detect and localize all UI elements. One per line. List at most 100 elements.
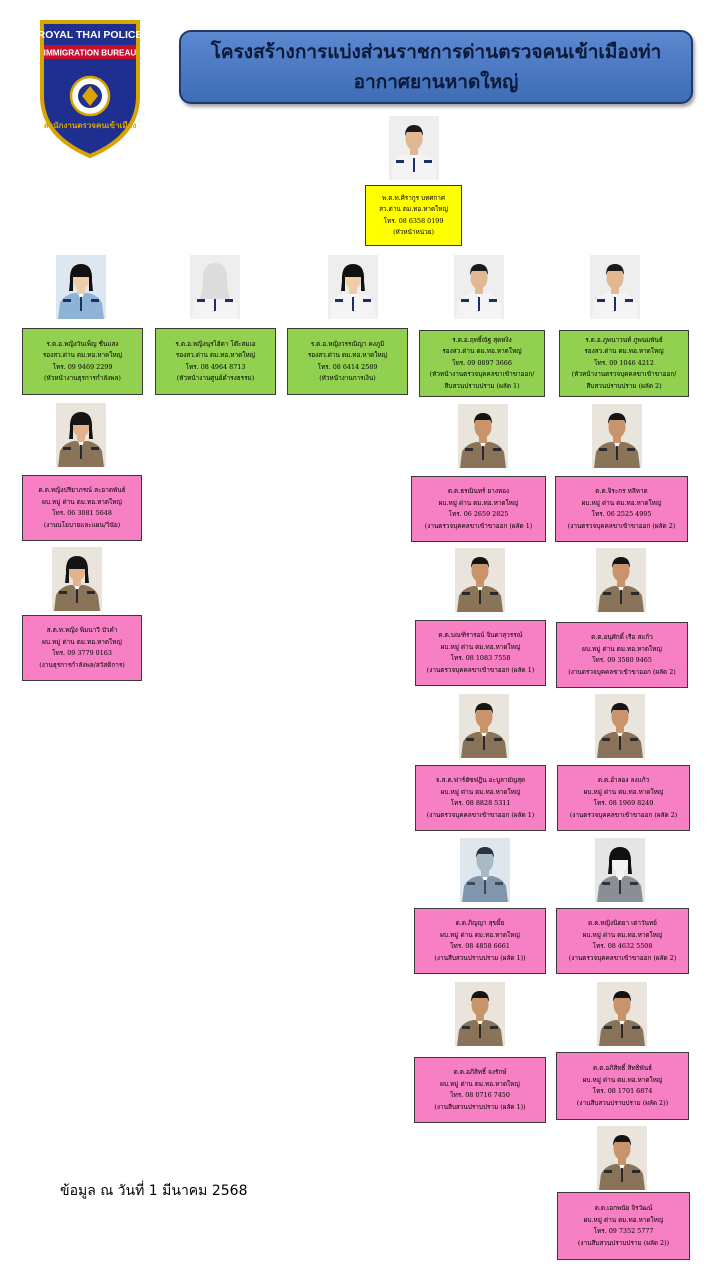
- person-phone: โทร. 08 1083 7558: [450, 654, 511, 662]
- person-card: ด.ต.หญิงปรียาภรณ์ สะอาดพันธ์ผบ.หมู่ ด่าน…: [22, 475, 142, 541]
- person-phone: โทร. 09 9469 2299: [52, 362, 113, 371]
- person-photo: [592, 404, 642, 468]
- person-name: ด.ต.จิระกร หลีหาด: [595, 487, 648, 495]
- person-duty: (งานตรวจบุคคลขาเข้าขาออก (ผลัด 1): [426, 810, 535, 819]
- person-photo: [597, 982, 647, 1046]
- person-photo: [389, 116, 439, 180]
- page-title: โครงสร้างการแบ่งส่วนราชการด่านตรวจคนเข้า…: [179, 30, 693, 104]
- person-card: ร.ต.อ.ฤทธิ์ณัฐ สุดหงิงรองสว.ด่าน ตม.ทอ.ห…: [419, 330, 545, 397]
- person-photo: [190, 255, 240, 319]
- person-photo: [56, 255, 106, 319]
- person-duty: (หัวหน้าหน่วย): [393, 228, 434, 236]
- person-photo: [595, 838, 645, 902]
- person-photo: [56, 403, 106, 467]
- person-phone: โทร. 08 6414 2589: [317, 362, 378, 371]
- person-position: ผบ.หมู่ ด่าน ตม.ทอ.หาดใหญ่: [582, 930, 663, 939]
- person-card: ด.ต.บณฑิรารอบ์ จินดาสุวรรณ์ผบ.หมู่ ด่าน …: [415, 620, 546, 686]
- person-name: จ.ส.ต.ฟาร์ฮัซฟฎิน อะบูลามัญสุด: [435, 776, 526, 784]
- person-name: ด.ต.อนุศักดิ์ เรือ สแก้ว: [591, 633, 653, 641]
- person-photo: [458, 404, 508, 468]
- person-position: ผบ.หมู่ ด่าน ตม.ทอ.หาดใหญ่: [583, 787, 664, 796]
- person-photo: [455, 548, 505, 612]
- person-duty: (งานตรวจบุคคลขาเข้าขาออก (ผลัด 2): [568, 953, 677, 962]
- person-name: ร.ต.อ.ฤทธิ์ณัฐ สุดหงิง: [452, 335, 512, 344]
- person-card: ด.ต.อภิสิทธิ์ จงรักษ์ผบ.หมู่ ด่าน ตม.ทอ.…: [414, 1057, 546, 1123]
- person-duty: (หัวหน้างานตรวจบุคคลขาเข้าขาออก/: [571, 370, 677, 379]
- person-phone: โทร. 09 3779 0163: [52, 649, 112, 657]
- person-position: ผบ.หมู่ ด่าน ตม.ทอ.หาดใหญ่: [440, 787, 521, 796]
- person-name: ด.ต.อภิสิทธิ์ จงรักษ์: [453, 1068, 507, 1076]
- person-duty: (งานสืบสวนปราบปราม (ผลัด 1)): [434, 1102, 526, 1111]
- person-card: ร.ต.อ.หญิงวรรณิญา คงภูมิรองสว.ด่าน ตม.ทอ…: [287, 328, 408, 395]
- person-phone: โทร. 09 7352 5777: [593, 1227, 654, 1235]
- person-duty: (งานตรวจบุคคลขาเข้าขาออก (ผลัด 1): [426, 665, 535, 674]
- person-photo: [52, 547, 102, 611]
- person-phone: โทร. 08 4858 6661: [450, 942, 510, 950]
- person-name: ร.ต.อ.ภูพนาวนท์ ภูพนมพันธ์: [585, 335, 663, 344]
- person-position: รองสว.ด่าน ตม.ทอ.หาดใหญ่: [442, 347, 522, 356]
- person-card: ด.ต.อนุศักดิ์ เรือ สแก้วผบ.หมู่ ด่าน ตม.…: [556, 622, 688, 688]
- person-phone: โทร. 09 1046 4212: [594, 358, 654, 367]
- logo-top-text: ROYAL THAI POLICE: [38, 29, 142, 41]
- person-position: ผบ.หมู่ ด่าน ตม.ทอ.หาดใหญ่: [42, 637, 122, 646]
- person-name: ด.ต.อภิสิทธิ์ สิทธิพันธ์: [593, 1064, 652, 1072]
- person-duty-detail: สืบสวนปราบปราม (ผลัด 1): [444, 381, 520, 390]
- person-duty: (หัวหน้างานการเงิน): [319, 374, 376, 382]
- person-card: ด.ต.อภิสิทธิ์ สิทธิพันธ์ผบ.หมู่ ด่าน ตม.…: [556, 1052, 689, 1120]
- person-name: ส.ต.ท.หญิง พิมนาวี บัวคำ: [46, 626, 118, 634]
- person-position: รองสว.ด่าน ตม.ทอ.หาดใหญ่: [584, 347, 664, 356]
- person-card: ด.ต.เอกพนัย จิรวัฒน์ผบ.หมู่ ด่าน ตม.ทอ.ห…: [557, 1192, 690, 1260]
- person-photo: [454, 255, 504, 319]
- person-phone: โทร. 08 1969 8249: [593, 799, 654, 807]
- person-duty: (งานนโยบายและแผน/วินัย): [43, 520, 121, 529]
- person-name: ด.ต.อำลอง ลงแก้ว: [597, 776, 650, 784]
- person-phone: โทร. 08 6358 0199: [383, 216, 444, 225]
- person-position: ผบ.หมู่ ด่าน ตม.ทอ.หาดใหญ่: [440, 930, 520, 939]
- person-card: ร.ต.อ.หญิงนุรไฮ้ดา โต๊ะสมเอรองสว.ด่าน ตม…: [155, 328, 276, 395]
- person-name: ร.ต.อ.หญิงวันเพ็ญ ชื่นแสง: [46, 339, 119, 348]
- person-name: ด.ต.บณฑิรารอบ์ จินดาสุวรรณ์: [438, 631, 523, 639]
- person-position: ผบ.หมู่ ด่าน ตม.ทอ.หาดใหญ่: [42, 497, 122, 506]
- person-photo: [328, 255, 378, 319]
- logo-band-text: IMMIGRATION BUREAU: [44, 49, 137, 58]
- person-duty: (งานสืบสวนปราบปราม (ผลัด 2)): [577, 1238, 670, 1247]
- person-name: ด.ต.หญิงนิตยา เต่าวันทย์: [588, 919, 657, 927]
- person-duty: (หัวหน้างานตรวจบุคคลขาเข้าขาออก/: [429, 370, 535, 379]
- person-card: ส.ต.ท.หญิง พิมนาวี บัวคำผบ.หมู่ ด่าน ตม.…: [22, 615, 142, 681]
- person-name: ด.ต.ธรณินทร์ ยางทอง: [447, 487, 510, 495]
- person-duty: (งานตรวจบุคคลขาเข้าขาออก (ผลัด 2): [567, 521, 676, 530]
- person-duty: (งานสืบสวนปราบปราม (ผลัด 2)): [576, 1098, 669, 1107]
- person-card: ด.ต.ภิญญา สุขยิ้ยผบ.หมู่ ด่าน ตม.ทอ.หาดใ…: [414, 908, 546, 974]
- person-name: ด.ต.เอกพนัย จิรวัฒน์: [594, 1204, 653, 1212]
- person-position: รองสว.ด่าน ตม.ทอ.หาดใหญ่: [42, 351, 123, 359]
- person-card: ด.ต.อำลอง ลงแก้วผบ.หมู่ ด่าน ตม.ทอ.หาดให…: [557, 765, 690, 831]
- person-card: ด.ต.จิระกร หลีหาดผบ.หมู่ ด่าน ตม.ทอ.หาดใ…: [555, 476, 688, 542]
- person-name: พ.ต.ท.ศิรากูร บทศกาศ: [382, 193, 445, 202]
- person-duty: (หัวหน้างานธุรการกำลังพล): [44, 374, 121, 382]
- person-position: ผบ.หมู่ ด่าน ตม.ทอ.หาดใหญ่: [582, 1075, 663, 1084]
- person-position: รองสว.ด่าน ตม.ทอ.หาดใหญ่: [307, 351, 388, 359]
- person-duty: (งานตรวจบุคคลขาเข้าขาออก (ผลัด 2): [568, 667, 676, 676]
- person-duty-detail: สืบสวนปราบปราม (ผลัด 2): [586, 381, 662, 390]
- person-position: ผบ.หมู่ ด่าน ตม.ทอ.หาดใหญ่: [438, 498, 519, 507]
- person-phone: โทร. 08 0716 7450: [450, 1091, 510, 1099]
- person-phone: โทร. 08 1701 6874: [592, 1087, 653, 1095]
- person-phone: โทร. 08 8828 5311: [450, 799, 511, 807]
- person-phone: โทร. 06 2659 2825: [448, 510, 509, 518]
- person-phone: โทร. 08 4964 8713: [185, 362, 246, 371]
- person-position: ผบ.หมู่ ด่าน ตม.ทอ.หาดใหญ่: [440, 1079, 520, 1088]
- person-photo: [595, 694, 645, 758]
- person-card: ด.ต.ธรณินทร์ ยางทองผบ.หมู่ ด่าน ตม.ทอ.หา…: [411, 476, 546, 542]
- person-photo: [455, 982, 505, 1046]
- person-card: จ.ส.ต.ฟาร์ฮัซฟฎิน อะบูลามัญสุดผบ.หมู่ ด่…: [415, 765, 546, 831]
- person-photo: [460, 838, 510, 902]
- person-position: สว.ด่าน ตม.ทอ.หาดใหญ่: [379, 205, 448, 213]
- person-photo: [596, 548, 646, 612]
- data-date-note: ข้อมูล ณ วันที่ 1 มีนาคม 2568: [60, 1183, 248, 1199]
- logo-bottom-text: สำนักงานตรวจคนเข้าเมือง: [44, 120, 137, 130]
- person-position: ผบ.หมู่ ด่าน ตม.ทอ.หาดใหญ่: [583, 1215, 664, 1224]
- person-photo: [590, 255, 640, 319]
- person-position: ผบ.หมู่ ด่าน ตม.ทอ.หาดใหญ่: [440, 642, 521, 651]
- person-phone: โทร. 09 3580 9465: [592, 656, 652, 664]
- person-duty: (งานธุรการกำลังพล/สวัสดิการ): [39, 660, 125, 669]
